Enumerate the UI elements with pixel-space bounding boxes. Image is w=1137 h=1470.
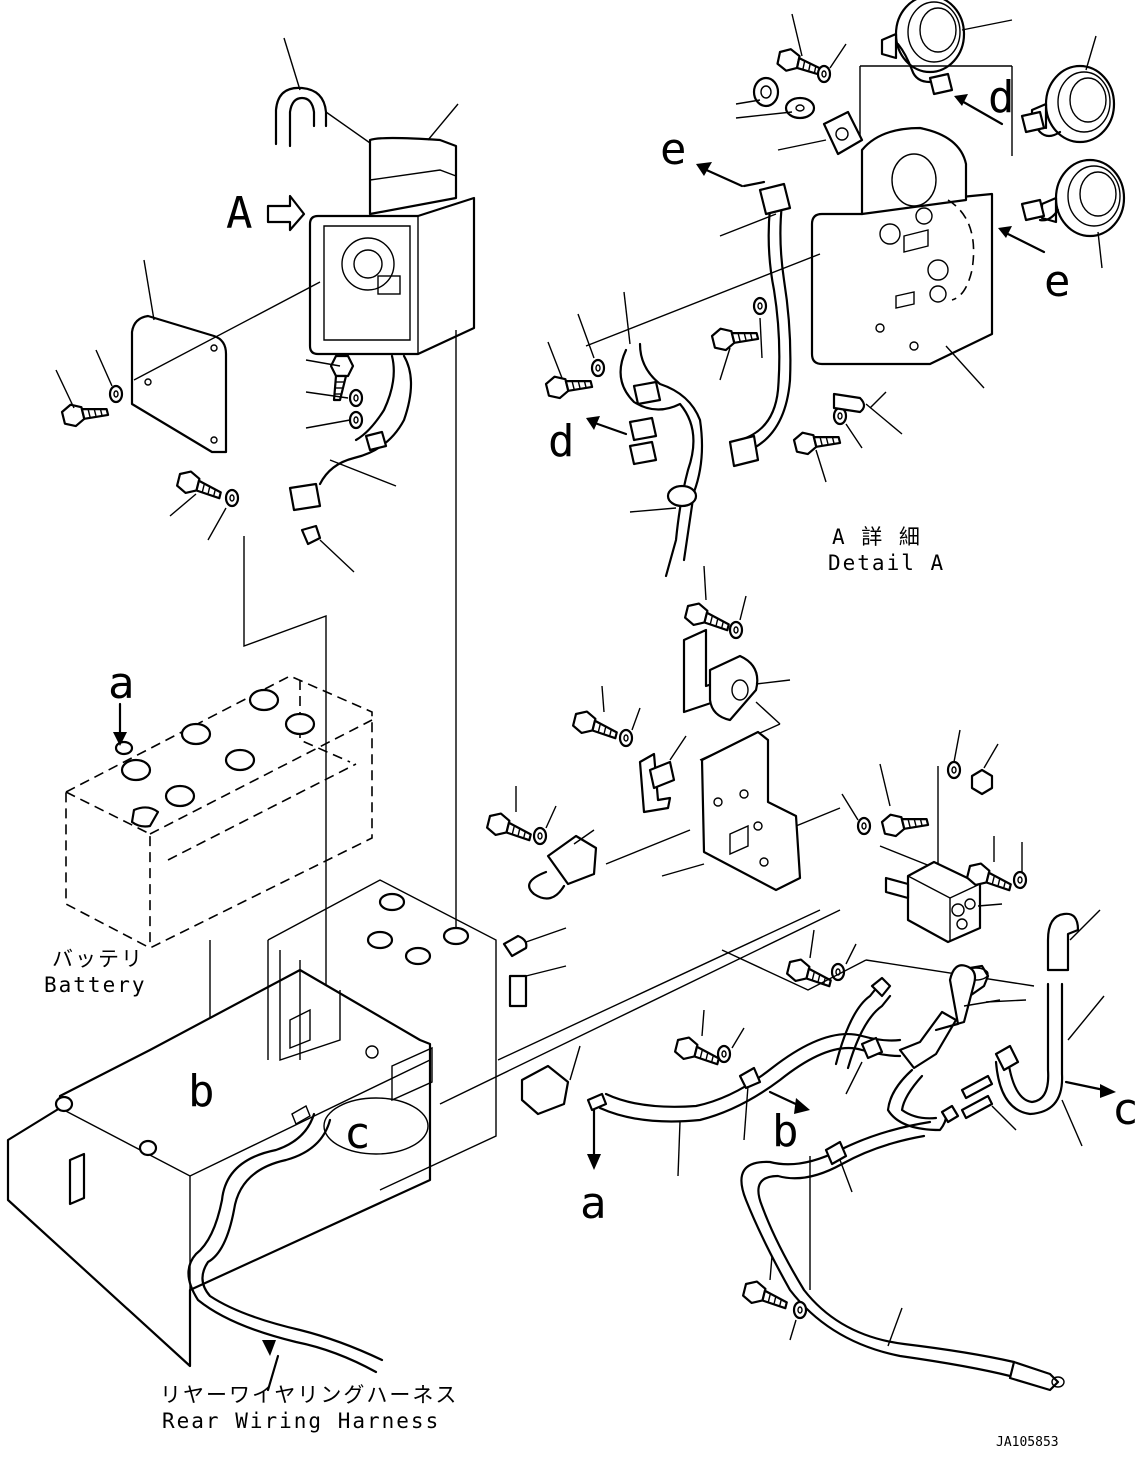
callout-d-top: d: [988, 72, 1015, 123]
harness-caption-jp: リヤーワイヤリングハーネス: [160, 1383, 458, 1407]
callout-b-right: b: [772, 1106, 799, 1157]
detail-a-caption-jp: A 詳 細: [832, 525, 922, 549]
detail-a-caption-en: Detail A: [828, 551, 945, 575]
relay-bracket-assembly: [439, 565, 1035, 1105]
battery-caption-en: Battery: [44, 973, 147, 997]
battery: [65, 675, 373, 1106]
callout-e-top: e: [660, 124, 687, 175]
callout-labels: A a a b b c c d d e e A 詳 細 Detail A バッテ…: [44, 72, 1137, 1450]
callout-view-a: A: [226, 188, 253, 239]
figure-code: JA105853: [996, 1435, 1059, 1450]
battery-cables: [520, 909, 1116, 1392]
battery-caption-jp: バッテリ: [52, 947, 144, 971]
callout-b-left: b: [188, 1066, 215, 1117]
callout-e-right: e: [1044, 256, 1071, 307]
callout-c-left: c: [344, 1108, 371, 1159]
callout-c-right: c: [1112, 1084, 1137, 1135]
callout-d-left: d: [548, 416, 575, 467]
detail-a: [543, 0, 1126, 578]
harness-caption-en: Rear Wiring Harness: [162, 1409, 440, 1433]
buzzer-box-assembly: [55, 37, 476, 1130]
battery-box: [6, 879, 497, 1392]
callout-a-cable: a: [580, 1178, 607, 1229]
callout-a-battery: a: [108, 658, 135, 709]
